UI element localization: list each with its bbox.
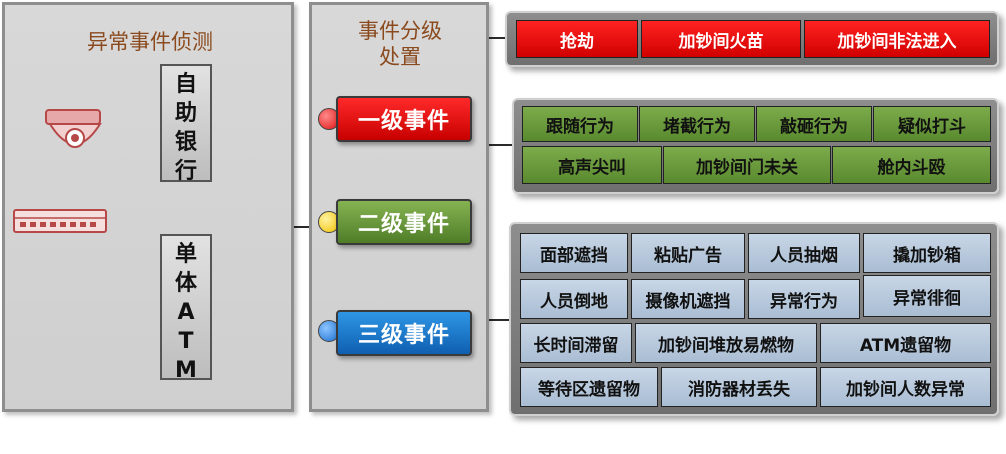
event-tag[interactable]: 抢劫 [516, 20, 638, 58]
event-tag[interactable]: 粘贴广告 [631, 233, 745, 273]
event-tag[interactable]: 加钞间人数异常 [820, 367, 991, 407]
self-service-bank-box: 自 助 银 行 [160, 64, 212, 184]
event-tag[interactable]: 跟随行为 [522, 106, 638, 142]
event-tag[interactable]: 摄像机遮挡 [631, 279, 745, 319]
event-tag[interactable]: 消防器材丢失 [661, 367, 817, 407]
event-tag[interactable]: 撬加钞箱 [863, 233, 991, 273]
event-tag[interactable]: ATM遗留物 [820, 323, 991, 363]
event-tag[interactable]: 高声尖叫 [522, 146, 662, 184]
network-video-recorder-icon [13, 209, 107, 233]
middle-panel-title: 事件分级 处置 [320, 18, 480, 70]
event-tag[interactable]: 疑似打斗 [873, 106, 991, 142]
standalone-atm-box: 单 体 A T M [160, 234, 212, 383]
event-tag[interactable]: 异常行为 [748, 279, 860, 319]
event-tag[interactable]: 面部遮挡 [520, 233, 628, 273]
event-tag[interactable]: 舱内斗殴 [832, 146, 991, 184]
event-tag[interactable]: 异常徘徊 [863, 275, 991, 317]
event-tag[interactable]: 加钞间堆放易燃物 [635, 323, 817, 363]
event-tag[interactable]: 堵截行为 [639, 106, 755, 142]
event-tag[interactable]: 敲砸行为 [756, 106, 872, 142]
event-tag[interactable]: 等待区遗留物 [520, 367, 658, 407]
event-tag[interactable]: 人员抽烟 [748, 233, 860, 273]
left-panel-title: 异常事件侦测 [87, 30, 213, 54]
level2-event-button[interactable]: 二级事件 [336, 199, 472, 245]
anomaly-detection-panel [2, 2, 294, 412]
level3-event-button[interactable]: 三级事件 [336, 310, 472, 356]
level1-event-button[interactable]: 一级事件 [336, 96, 472, 142]
event-tag[interactable]: 加钞间火苗 [641, 20, 801, 58]
dome-camera-icon [45, 109, 102, 148]
event-tag[interactable]: 加钞间门未关 [663, 146, 831, 184]
middle-title-line2: 处置 [379, 45, 421, 69]
event-tag[interactable]: 加钞间非法进入 [804, 20, 990, 58]
event-tag[interactable]: 人员倒地 [520, 279, 628, 319]
middle-title-line1: 事件分级 [358, 19, 442, 43]
event-tag[interactable]: 长时间滞留 [520, 323, 632, 363]
